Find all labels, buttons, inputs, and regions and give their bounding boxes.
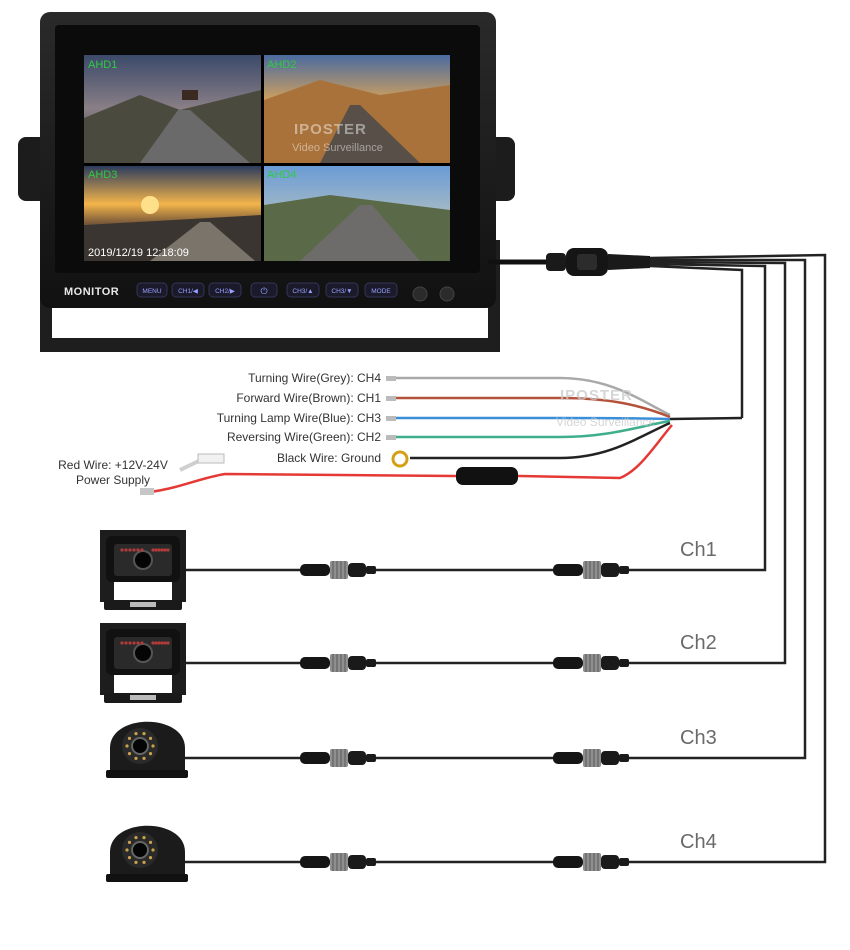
watermark-logo: IPOSTER <box>560 387 633 404</box>
wire-label-black: Black Wire: Ground <box>277 451 381 465</box>
aviation-connector-icon <box>300 654 376 672</box>
mode-button[interactable]: MODE <box>364 282 398 298</box>
screen-ahd1 <box>84 55 261 163</box>
light-sensor-icon <box>439 286 455 302</box>
aviation-connector-icon <box>300 749 376 767</box>
svg-text:⏻: ⏻ <box>260 286 267 296</box>
aviation-connector-icon <box>553 561 629 579</box>
monitor-bracket <box>40 240 500 352</box>
channel-label: AHD4 <box>267 169 296 181</box>
screen-ahd2 <box>264 55 450 163</box>
wire-end-icon <box>386 396 396 401</box>
screen-timestamp: 2019/12/19 12:18:09 <box>88 247 189 259</box>
bracket-camera-icon <box>100 623 186 703</box>
screen-ahd3 <box>84 166 261 261</box>
channel-label: AHD2 <box>267 59 296 71</box>
wire-end-icon <box>386 435 396 440</box>
ir-sensor-icon <box>412 286 428 302</box>
channel-trunk-wires <box>640 253 827 864</box>
channel-label: Ch3 <box>680 727 717 749</box>
svg-text:MENU: MENU <box>142 288 161 295</box>
ch3-up-button[interactable]: CH3/▲ <box>286 282 320 298</box>
wire-label-brown: Forward Wire(Brown): CH1 <box>236 391 381 405</box>
camera-row: Ch4 <box>106 825 717 882</box>
camera-row: Ch2 <box>100 623 717 703</box>
ground-ring-terminal-icon <box>391 450 409 468</box>
power-label-line1: Red Wire: +12V-24V <box>58 458 168 472</box>
wire-label-blue: Turning Lamp Wire(Blue): CH3 <box>217 411 382 425</box>
power-wire <box>140 424 673 495</box>
aviation-connector-icon <box>300 561 376 579</box>
fuse-holder-icon <box>456 467 518 485</box>
aviation-connector-icon <box>553 749 629 767</box>
ch2-button[interactable]: CH2/▶ <box>208 282 242 298</box>
aviation-connector-icon <box>553 853 629 871</box>
watermark-logo: IPOSTER <box>294 121 367 138</box>
watermark-subtitle: Video Surveillance <box>556 415 656 429</box>
channel-label: Ch1 <box>680 539 717 561</box>
svg-text:CH2/▶: CH2/▶ <box>215 288 236 295</box>
channel-label: AHD3 <box>88 169 117 181</box>
monitor-buttons: MENU CH1/◀ CH2/▶ ⏻ CH3/▲ CH3/▼ <box>136 282 455 302</box>
wire-end-icon <box>386 416 396 421</box>
menu-button[interactable]: MENU <box>136 282 168 298</box>
trigger-wires <box>390 376 743 460</box>
main-cable <box>488 248 650 276</box>
wire-label-grey: Turning Wire(Grey): CH4 <box>248 371 381 385</box>
aviation-connector-icon <box>300 853 376 871</box>
ch3-down-button[interactable]: CH3/▼ <box>325 282 359 298</box>
svg-text:CH1/◀: CH1/◀ <box>178 288 199 295</box>
svg-text:MODE: MODE <box>371 288 391 295</box>
camera-row: Ch1 <box>100 530 717 610</box>
dome-camera-icon <box>106 721 188 778</box>
channel-label: Ch4 <box>680 831 717 853</box>
ch1-button[interactable]: CH1/◀ <box>171 282 205 298</box>
wire-label-green: Reversing Wire(Green): CH2 <box>227 430 381 444</box>
power-label-line2: Power Supply <box>76 473 150 487</box>
camera-row: Ch3 <box>106 721 717 778</box>
monitor: AHD1 AHD2 AHD3 AHD4 2019/12/19 12:18:09 … <box>18 12 515 352</box>
monitor-brand: MONITOR <box>64 286 119 298</box>
power-button[interactable]: ⏻ <box>250 282 278 298</box>
aviation-connector-icon <box>553 654 629 672</box>
channel-label: Ch2 <box>680 632 717 654</box>
svg-text:CH3/▲: CH3/▲ <box>292 288 313 295</box>
screen-ahd4 <box>264 166 450 261</box>
channel-label: AHD1 <box>88 59 117 71</box>
dome-camera-icon <box>106 825 188 882</box>
wire-end-icon <box>386 376 396 381</box>
watermark-subtitle: Video Surveillance <box>292 142 383 154</box>
bracket-camera-icon <box>100 530 186 610</box>
svg-text:CH3/▼: CH3/▼ <box>331 288 352 295</box>
